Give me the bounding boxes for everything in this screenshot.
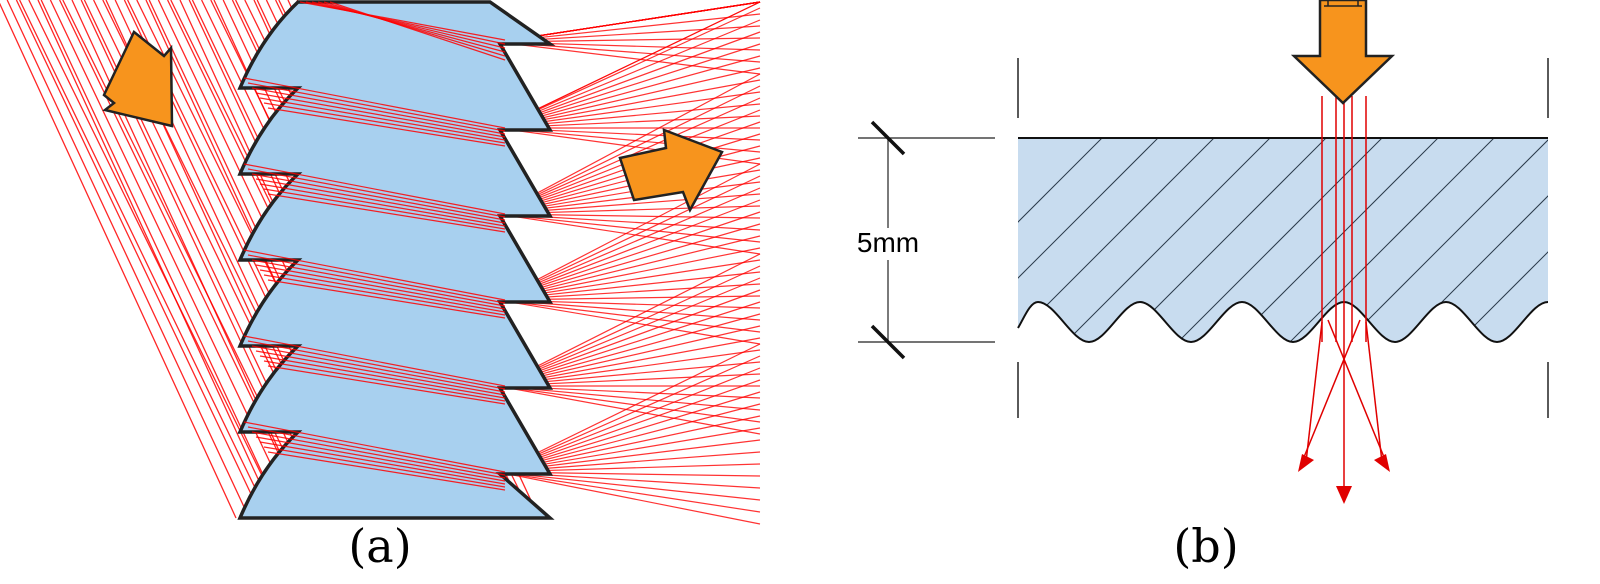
panel-b: 5mm (b) — [857, 0, 1549, 573]
incident-light-arrow-icon — [1290, 0, 1396, 105]
thickness-dimension: 5mm — [857, 120, 995, 360]
dimension-tick-bottom — [870, 324, 906, 360]
right-ray-arrowhead-icon — [1374, 454, 1390, 472]
panel-a-inner-rays — [243, 1, 506, 491]
dimension-tick-top — [870, 120, 906, 156]
left-ray-arrowhead-icon — [1298, 454, 1314, 472]
dimension-label: 5mm — [857, 227, 919, 258]
corrugated-glass-slab — [1018, 138, 1548, 342]
panel-b-caption: (b) — [1173, 519, 1238, 573]
panel-a-caption: (a) — [348, 519, 411, 573]
incoming-light-arrow-icon — [102, 30, 174, 128]
exit-ray-arrowheads — [1298, 454, 1390, 504]
outgoing-light-arrow-icon — [618, 128, 724, 213]
center-ray-arrowhead-icon — [1336, 486, 1352, 504]
panel-a: (a) — [0, 0, 761, 573]
slab-wavy-bottom-edge — [1017, 300, 1549, 344]
panel-b-rays — [1301, 96, 1387, 492]
